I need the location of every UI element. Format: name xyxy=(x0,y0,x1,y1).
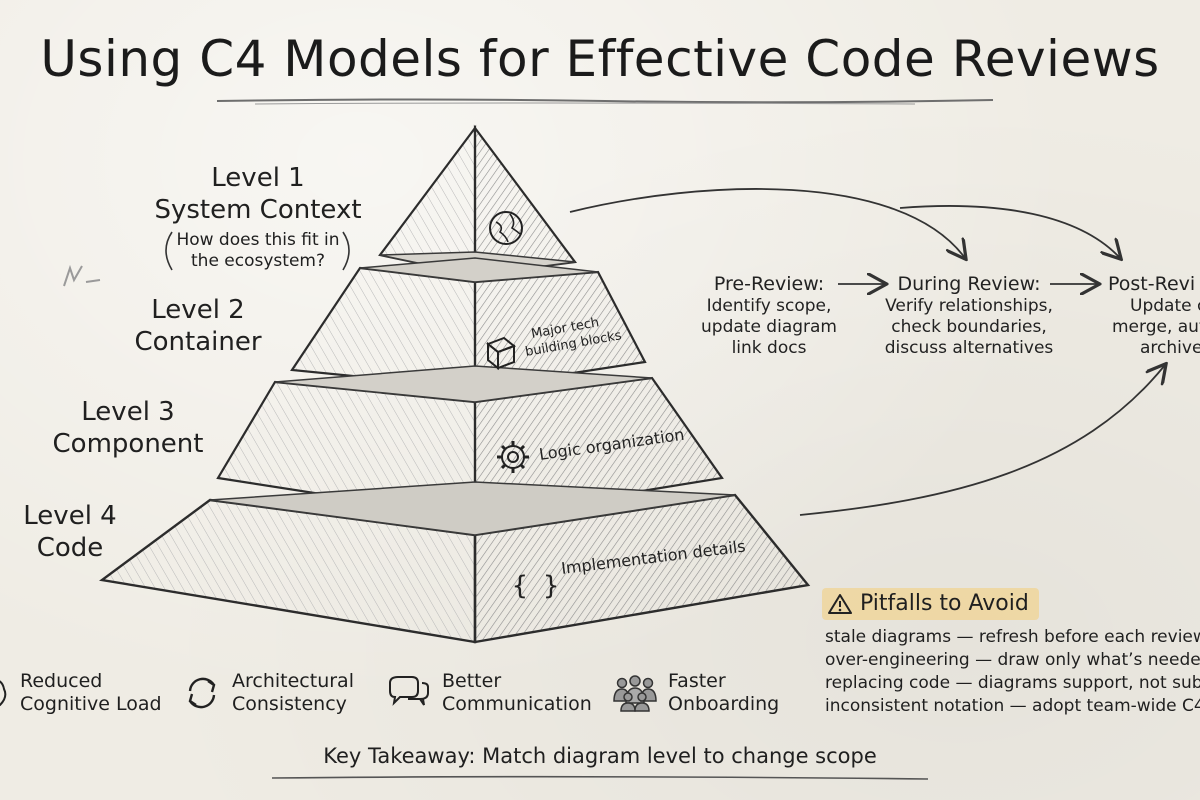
key-takeaway: Key Takeaway: Match diagram level to cha… xyxy=(323,744,877,768)
level-3-label: Level 3 Component xyxy=(48,396,208,460)
benefit-architectural-consistency: Architectural Consistency xyxy=(182,670,354,716)
tier-4-note: Implementation details xyxy=(560,537,746,578)
warning-icon xyxy=(828,594,852,614)
benefit-label: Faster Onboarding xyxy=(668,670,780,715)
gear-icon xyxy=(497,441,529,473)
refresh-icon xyxy=(188,677,216,709)
pitfalls-heading-text: Pitfalls to Avoid xyxy=(860,591,1029,616)
curly-braces-icon: { } xyxy=(512,571,559,601)
workflow-step-pre-review: Pre-Review: Identify scope, update diagr… xyxy=(694,272,844,359)
team-icon xyxy=(613,675,657,712)
pitfall-item: stale diagrams — refresh before each rev… xyxy=(825,627,1200,647)
takeaway-underline xyxy=(271,775,929,780)
level-1-question-line1: How does this fit in xyxy=(176,230,340,250)
benefit-better-communication: Better Communication xyxy=(386,670,592,716)
doodle-mark xyxy=(63,264,101,287)
step-title: Post-Revi xyxy=(1108,273,1196,295)
globe-icon xyxy=(489,211,523,245)
cube-icon xyxy=(486,336,516,371)
step-line: merge, autor xyxy=(1112,317,1200,337)
workflow-step-post-review: Post-Revi Update c merge, autor archive xyxy=(1108,272,1200,359)
brain-icon xyxy=(0,680,7,707)
step-line: archive xyxy=(1140,338,1200,358)
pyramid-tier-3 xyxy=(216,365,724,520)
arrow-code-to-post xyxy=(799,365,1165,516)
step-line: discuss alternatives xyxy=(884,338,1054,358)
level-3-subtitle: Component xyxy=(52,429,204,459)
page-title: Using C4 Models for Effective Code Revie… xyxy=(40,30,1160,88)
step-line: Verify relationships, xyxy=(885,296,1053,316)
workflow-step-during-review: During Review: Verify relationships, che… xyxy=(884,272,1054,359)
pitfall-item: inconsistent notation — adopt team-wide … xyxy=(825,696,1200,716)
level-1-label: Level 1 System Context How does this fit… xyxy=(148,162,368,272)
step-line: link docs xyxy=(731,338,807,358)
benefit-label: Reduced Cognitive Load xyxy=(20,670,162,715)
level-2-subtitle: Container xyxy=(134,327,262,357)
paren-left xyxy=(165,231,173,271)
pyramid-tier-1 xyxy=(378,124,578,277)
pitfalls-heading: Pitfalls to Avoid xyxy=(822,588,1039,620)
level-4-name: Level 4 xyxy=(23,501,117,531)
pitfall-item: over-engineering — draw only what’s need… xyxy=(825,650,1200,670)
pyramid-tier-2 xyxy=(290,257,647,390)
title-underline xyxy=(216,98,994,105)
level-4-subtitle: Code xyxy=(36,533,104,563)
level-3-name: Level 3 xyxy=(81,397,175,427)
tier-3-note: Logic organization xyxy=(538,425,686,464)
pitfall-item: replacing code — diagrams support, not s… xyxy=(825,673,1200,693)
pitfalls-panel: Pitfalls to Avoid stale diagrams — refre… xyxy=(818,588,1200,718)
step-line: update diagram xyxy=(701,317,837,337)
arrow-to-post-review xyxy=(899,205,1120,258)
level-2-name: Level 2 xyxy=(151,295,245,325)
step-line: check boundaries, xyxy=(891,317,1047,337)
paren-right xyxy=(342,231,350,271)
step-title: Pre-Review: xyxy=(713,273,825,295)
level-1-name: Level 1 xyxy=(211,163,305,193)
level-1-question-line2: the ecosystem? xyxy=(191,251,325,271)
benefit-faster-onboarding: Faster Onboarding xyxy=(612,670,779,716)
benefit-label: Architectural Consistency xyxy=(232,670,354,715)
level-1-subtitle: System Context xyxy=(154,195,362,225)
benefit-reduced-cognitive-load: Reduced Cognitive Load xyxy=(0,670,162,716)
level-4-label: Level 4 Code xyxy=(0,500,140,564)
level-2-label: Level 2 Container xyxy=(118,294,278,358)
step-title: During Review: xyxy=(897,273,1041,295)
arrow-to-during-review xyxy=(569,188,965,258)
step-line: Identify scope, xyxy=(706,296,832,316)
benefit-label: Better Communication xyxy=(442,670,592,715)
pyramid-tier-4 xyxy=(99,481,811,644)
pitfalls-list: stale diagrams — refresh before each rev… xyxy=(818,626,1200,718)
chat-bubbles-icon xyxy=(389,676,429,706)
step-line: Update c xyxy=(1130,296,1200,316)
